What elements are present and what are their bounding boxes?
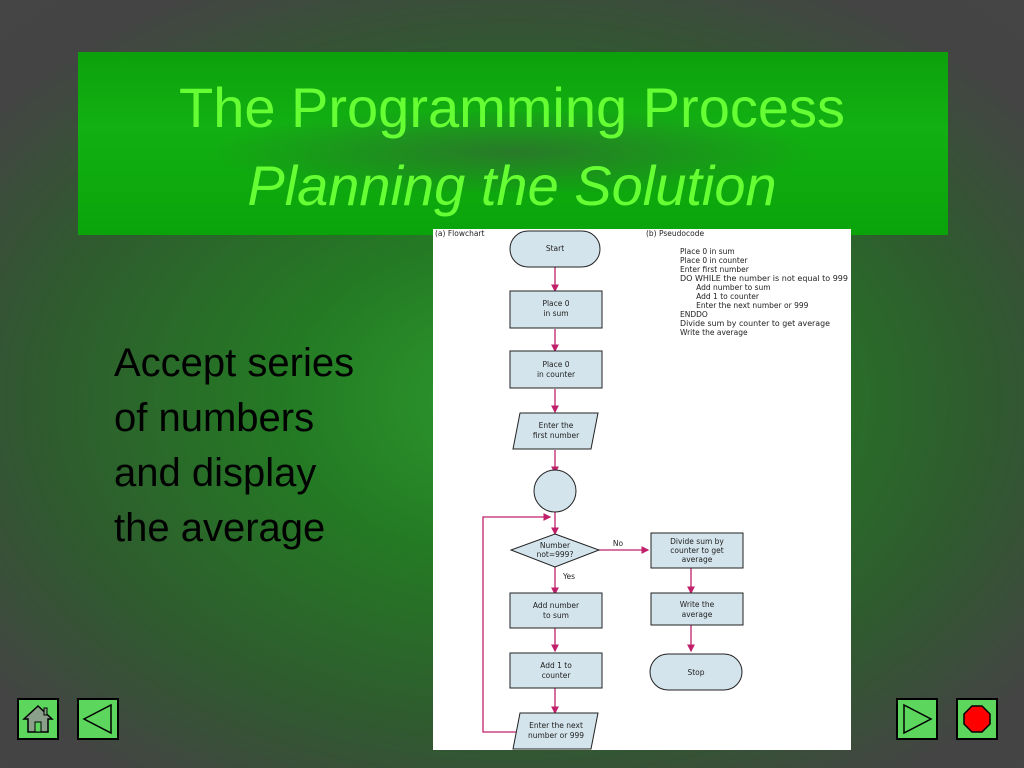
back-arrow-icon (82, 703, 112, 735)
pseudocode-line: Enter the next number or 999 (689, 301, 809, 310)
flowchart-stop-node (649, 653, 743, 691)
flowchart-input-node (512, 712, 599, 750)
flowchart-process-node (509, 652, 603, 689)
slide-subtitle: Planning the Solution (247, 154, 777, 217)
branch-label: Yes (562, 572, 575, 581)
flowchart-process-node (509, 290, 603, 329)
pseudocode-line: Enter first number (680, 265, 750, 274)
flowchart-input-node (512, 412, 599, 450)
pseudocode-line: Add number to sum (689, 283, 771, 292)
body-line: of numbers (114, 396, 315, 440)
flowchart-process-node (650, 532, 744, 569)
back-button[interactable] (77, 698, 119, 740)
title-glow (78, 112, 948, 192)
node-label: Add number (533, 601, 580, 610)
node-label: Divide sum by (670, 537, 724, 546)
pseudocode-block: Place 0 in sum Place 0 in counter Enter … (680, 247, 848, 337)
end-show-button[interactable] (956, 698, 998, 740)
node-label: Place 0 (542, 360, 569, 369)
pseudocode-line: Write the average (680, 328, 748, 337)
stop-octagon-icon (963, 705, 991, 733)
node-label: in sum (543, 309, 568, 318)
node-label: Start (546, 244, 564, 253)
node-label: Number (540, 541, 571, 550)
node-label: average (682, 610, 713, 619)
title-band (78, 52, 948, 235)
flowchart-decision-node (509, 533, 601, 568)
node-label: average (682, 555, 713, 564)
node-label: not=999? (537, 550, 574, 559)
node-label: Add 1 to (540, 661, 572, 670)
node-label: counter (542, 671, 572, 680)
home-button[interactable] (17, 698, 59, 740)
pseudocode-line: DO WHILE the number is not equal to 999 (680, 274, 848, 283)
flowchart-process-node (509, 350, 603, 389)
flowchart-process-node (509, 592, 603, 629)
node-label: in counter (537, 370, 576, 379)
flowchart-label: (a) Flowchart (435, 229, 485, 238)
node-label: Place 0 (542, 299, 569, 308)
node-label: Write the (680, 600, 715, 609)
body-line: the average (114, 506, 326, 550)
node-label: to sum (543, 611, 569, 620)
flowchart-process-node (650, 592, 744, 626)
home-icon (22, 704, 54, 733)
pseudocode-line: Place 0 in counter (680, 256, 748, 265)
flowchart-connector-node (533, 469, 577, 513)
node-label: Stop (687, 668, 704, 677)
flowchart-svg: (a) Flowchart (b) Pseudocode Place 0 in … (435, 229, 848, 750)
flowchart-figure: (a) Flowchart (b) Pseudocode Place 0 in … (433, 229, 851, 750)
node-label: first number (533, 431, 580, 440)
pseudocode-line: Place 0 in sum (680, 247, 735, 256)
node-label: counter to get (670, 546, 724, 555)
pseudocode-line: Divide sum by counter to get average (680, 319, 830, 328)
node-label: Enter the (539, 421, 574, 430)
body-line: Accept series (114, 341, 355, 385)
node-label: number or 999 (528, 731, 584, 740)
pseudocode-line: Add 1 to counter (689, 292, 760, 301)
slide-body: Accept series of numbers and display the… (114, 336, 414, 556)
forward-arrow-icon (903, 703, 933, 735)
node-label: Enter the next (529, 721, 583, 730)
pseudocode-line: ENDDO (680, 310, 708, 319)
slide-title: The Programming Process (178, 76, 845, 139)
forward-button[interactable] (896, 698, 938, 740)
pseudocode-label: (b) Pseudocode (646, 229, 704, 238)
flowchart-start-node (509, 230, 601, 268)
branch-label: No (613, 539, 624, 548)
body-line: and display (114, 451, 317, 495)
